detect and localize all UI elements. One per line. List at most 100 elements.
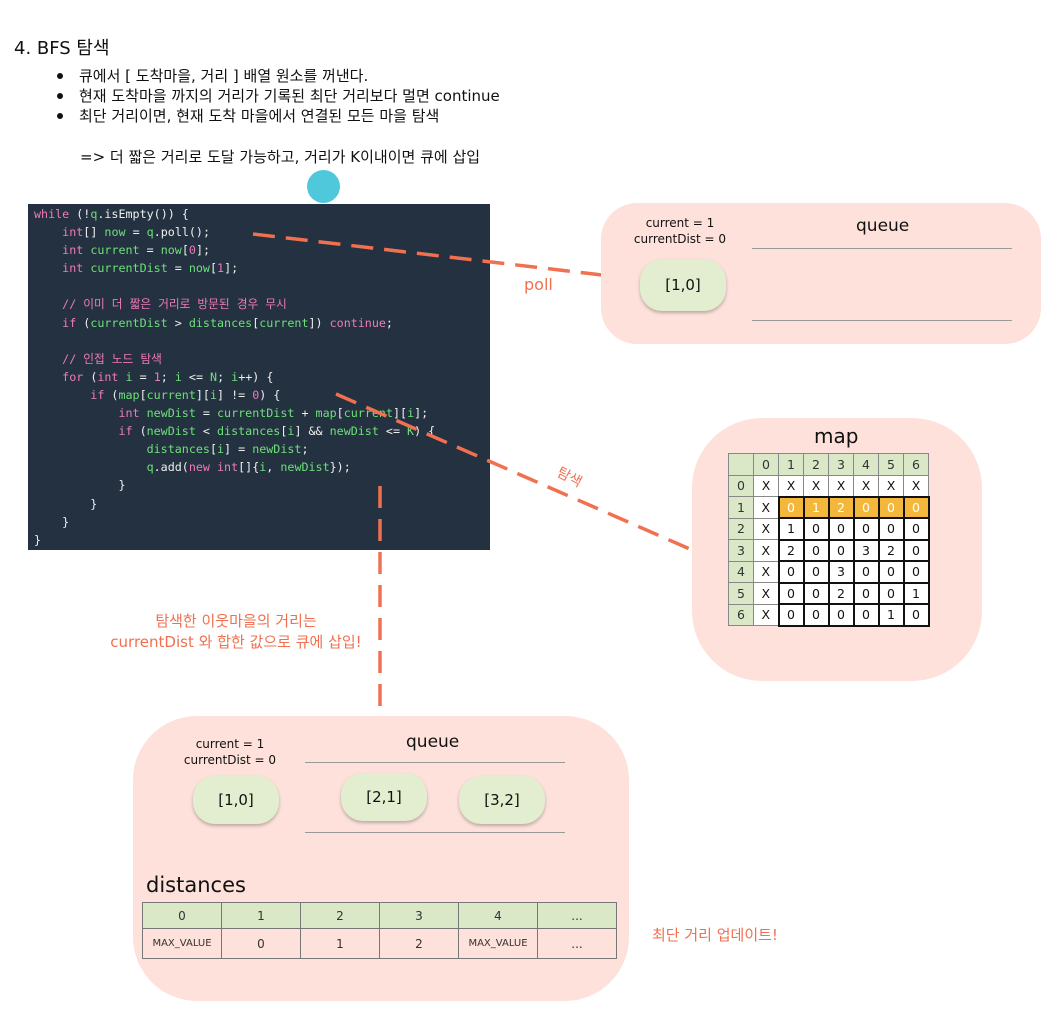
bullet-dot-icon xyxy=(57,93,63,99)
code-line: } xyxy=(34,496,98,511)
bullet-subtext: => 더 짧은 거리로 도달 가능하고, 거리가 K이내이면 큐에 삽입 xyxy=(80,148,481,166)
map-cell: 0 xyxy=(902,603,930,627)
map-cell: 2 xyxy=(827,495,855,519)
code-line: if (currentDist > distances[current]) co… xyxy=(62,315,393,330)
now-pill-top: [1,0] xyxy=(640,259,726,311)
code-line: int current = now[0]; xyxy=(62,243,211,258)
map-cell: 0 xyxy=(852,517,880,541)
bullet-text: 큐에서 [ 도착마을, 거리 ] 배열 원소를 꺼낸다. xyxy=(79,67,369,85)
map-row-header: 1 xyxy=(728,496,754,519)
poll-label: poll xyxy=(524,275,553,294)
bullet-dot-icon xyxy=(57,113,63,119)
map-cell: 0 xyxy=(802,560,830,584)
map-row-header: 2 xyxy=(728,517,754,540)
map-cell: 0 xyxy=(802,538,830,562)
bullet-item: 최단 거리이면, 현재 도착 마을에서 연결된 모든 마을 탐색 xyxy=(55,106,500,126)
bullet-text: 현재 도착마을 까지의 거리가 기록된 최단 거리보다 멀면 continue xyxy=(79,87,500,105)
map-row-header: 4 xyxy=(728,560,754,583)
bullet-text: 최단 거리이면, 현재 도착 마을에서 연결된 모든 마을 탐색 xyxy=(79,107,440,125)
map-cell: 0 xyxy=(877,495,905,519)
map-cell: 0 xyxy=(852,581,880,605)
map-cell: 0 xyxy=(877,560,905,584)
map-cell: 0 xyxy=(777,581,805,605)
queue-item: [3,2] xyxy=(459,776,545,824)
distances-header-cell: 3 xyxy=(379,902,459,929)
map-row-header: 0 xyxy=(728,474,754,497)
queue-top-line xyxy=(752,248,1012,249)
map-header-cell: 1 xyxy=(778,453,804,476)
code-line: int[] now = q.poll(); xyxy=(62,225,210,240)
map-header-cell: 0 xyxy=(753,453,779,476)
map-cell: 0 xyxy=(902,538,930,562)
distances-value-cell: ... xyxy=(537,928,617,959)
map-row-header: 5 xyxy=(728,582,754,605)
map-cell: X xyxy=(803,474,829,497)
map-cell: 1 xyxy=(777,517,805,541)
update-label: 최단 거리 업데이트! xyxy=(652,926,778,944)
map-header-cell: 3 xyxy=(828,453,854,476)
map-cell: 0 xyxy=(902,495,930,519)
map-cell: 1 xyxy=(802,495,830,519)
map-cell: X xyxy=(753,474,779,497)
map-cell: X xyxy=(853,474,879,497)
map-header-cell: 6 xyxy=(903,453,929,476)
map-cell: X xyxy=(753,560,779,583)
map-cell: X xyxy=(753,496,779,519)
bullet-dot-icon xyxy=(57,73,63,79)
code-line: } xyxy=(34,532,42,547)
map-cell: 0 xyxy=(777,603,805,627)
map-cell: 0 xyxy=(877,517,905,541)
map-cell: X xyxy=(753,582,779,605)
map-cell: 0 xyxy=(802,517,830,541)
code-line: distances[i] = newDist; xyxy=(146,442,309,457)
current-dist-label-top: currentDist = 0 xyxy=(633,232,727,246)
map-cell: 0 xyxy=(877,581,905,605)
code-line: int newDist = currentDist + map[current]… xyxy=(118,406,429,421)
distances-title: distances xyxy=(146,873,246,897)
distances-header-cell: 1 xyxy=(221,902,301,929)
insert-label: 탐색한 이웃마을의 거리는 currentDist 와 합한 값으로 큐에 삽입… xyxy=(86,611,386,653)
distances-value-cell: 1 xyxy=(300,928,380,959)
map-cell: 1 xyxy=(877,603,905,627)
queue-item: [2,1] xyxy=(341,773,427,821)
map-cell: 0 xyxy=(902,517,930,541)
code-line: for (int i = 1; i <= N; i++) { xyxy=(62,369,274,384)
map-cell: 3 xyxy=(827,560,855,584)
map-cell: 0 xyxy=(827,603,855,627)
map-cell: 0 xyxy=(777,560,805,584)
code-line: } xyxy=(34,478,126,493)
map-header-cell: 4 xyxy=(853,453,879,476)
map-cell: 0 xyxy=(777,495,805,519)
current-dist-label-bottom: currentDist = 0 xyxy=(183,753,277,767)
map-header-cell: 5 xyxy=(878,453,904,476)
distances-value-cell: 0 xyxy=(221,928,301,959)
code-line: q.add(new int[]{i, newDist}); xyxy=(146,460,351,475)
map-cell: X xyxy=(753,603,779,626)
queue-title-top: queue xyxy=(856,216,910,236)
insert-label-line2: currentDist 와 합한 값으로 큐에 삽입! xyxy=(110,633,362,651)
code-line: // 이미 더 짧은 거리로 방문된 경우 무시 xyxy=(62,297,287,312)
map-cell: 0 xyxy=(852,495,880,519)
map-cell: 0 xyxy=(802,581,830,605)
distances-header-cell: 4 xyxy=(458,902,538,929)
code-block: while (!q.isEmpty()) { int[] now = q.pol… xyxy=(28,204,490,550)
insert-label-line1: 탐색한 이웃마을의 거리는 xyxy=(155,612,317,630)
map-cell: 0 xyxy=(827,517,855,541)
distances-value-cell: MAX_VALUE xyxy=(458,928,538,959)
map-cell: X xyxy=(753,517,779,540)
distances-header-cell: 2 xyxy=(300,902,380,929)
map-header-cell: 2 xyxy=(803,453,829,476)
page-title: 4. BFS 탐색 xyxy=(14,38,110,59)
map-cell: 0 xyxy=(852,603,880,627)
map-cell: X xyxy=(778,474,804,497)
distances-value-cell: 2 xyxy=(379,928,459,959)
now-pill-bottom: [1,0] xyxy=(193,776,279,824)
map-cell: 3 xyxy=(852,538,880,562)
distances-header-cell: 0 xyxy=(142,902,222,929)
queue-title-bottom: queue xyxy=(406,732,460,752)
code-line: while (!q.isEmpty()) { xyxy=(34,207,189,221)
map-cell: X xyxy=(878,474,904,497)
